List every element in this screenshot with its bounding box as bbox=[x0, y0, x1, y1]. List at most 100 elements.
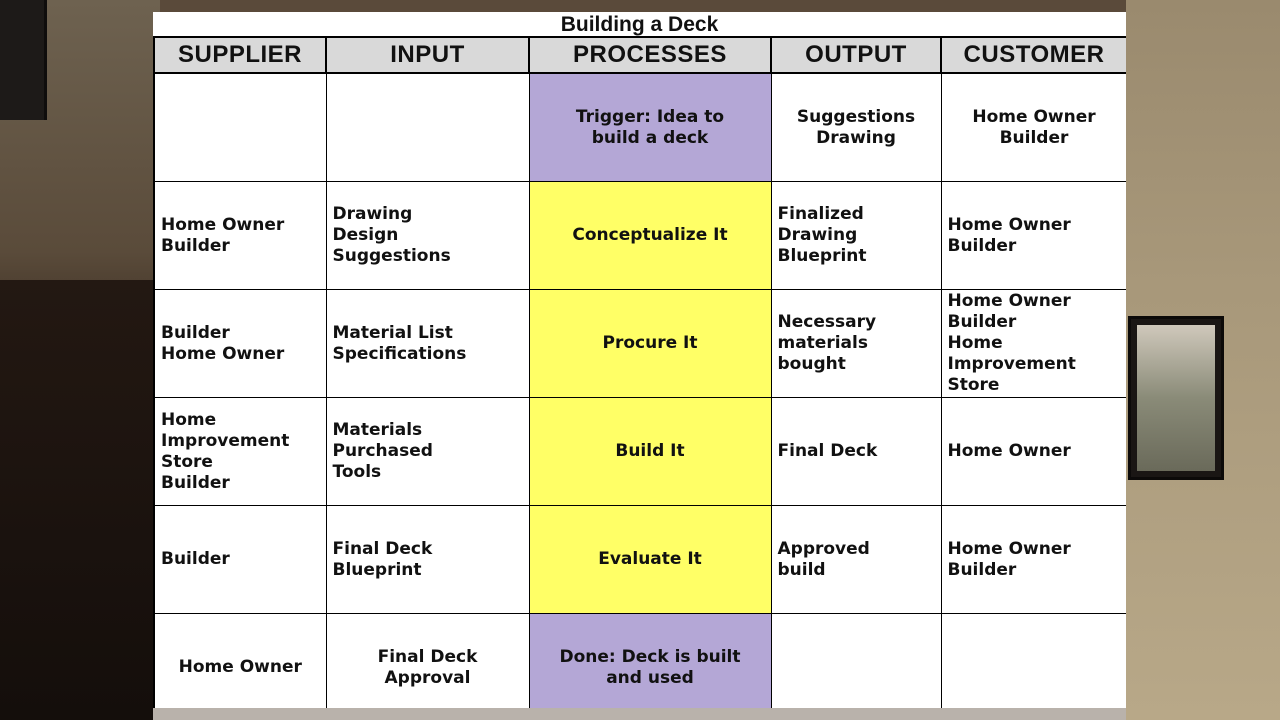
cell-text-line: Approved bbox=[777, 538, 870, 559]
cell-text-line: Drawing bbox=[816, 127, 896, 148]
cell-text-line: Suggestions bbox=[796, 106, 916, 127]
cell-text-line: Builder bbox=[947, 312, 1017, 332]
cell-text-line: Specifications bbox=[332, 343, 467, 364]
background-picture-frame bbox=[0, 0, 47, 120]
cell-text-line: and used bbox=[606, 667, 694, 688]
cell-text-line: Approval bbox=[384, 667, 471, 688]
cell-text-line: Store bbox=[161, 451, 213, 472]
cell-text-line: Material List bbox=[332, 322, 453, 343]
cell-text-line: Home Owner bbox=[178, 657, 302, 677]
cell-text-line: build a deck bbox=[591, 127, 709, 148]
cell-text-line: Conceptualize It bbox=[572, 225, 728, 245]
header-row: SUPPLIER INPUT PROCESSES OUTPUT CUSTOMER bbox=[153, 38, 1126, 74]
cell-text-line: Final Deck bbox=[777, 441, 878, 461]
cell-text-line: Suggestions bbox=[332, 246, 451, 266]
cell-text-line: Blueprint bbox=[332, 559, 422, 580]
cell-text-line: Improvement bbox=[161, 430, 290, 451]
cell-text-line: Home Owner bbox=[947, 214, 1071, 235]
cell-text-line: Drawing bbox=[777, 225, 858, 245]
cell-text-line: Improvement bbox=[947, 354, 1076, 374]
cell-customer bbox=[940, 613, 1126, 708]
cell-process: Evaluate It bbox=[528, 505, 772, 614]
cell-text-line: Home bbox=[947, 333, 1003, 353]
cell-text-line: Home Owner bbox=[947, 441, 1071, 461]
background-bottom bbox=[153, 708, 1126, 720]
cell-text-line: Builder bbox=[947, 235, 1017, 256]
cell-text-line: Home Owner bbox=[161, 343, 285, 364]
cell-text-line: Final Deck bbox=[332, 538, 433, 559]
cell-output bbox=[770, 613, 942, 708]
header-supplier: SUPPLIER bbox=[153, 38, 327, 74]
cell-text-line: Purchased bbox=[332, 441, 433, 461]
cell-input bbox=[325, 72, 530, 182]
cell-text-line: Builder bbox=[947, 559, 1017, 580]
cell-text-line: materials bbox=[777, 333, 868, 353]
cell-text-line: build bbox=[777, 559, 826, 580]
cell-output: Final Deck bbox=[770, 397, 942, 506]
cell-text-line: Home bbox=[161, 409, 217, 430]
cell-supplier bbox=[153, 72, 327, 182]
cell-text-line: Tools bbox=[332, 462, 382, 482]
cell-text-line: Procure It bbox=[602, 333, 698, 353]
cell-text-line: Trigger: Idea to bbox=[575, 106, 725, 127]
header-output: OUTPUT bbox=[770, 38, 942, 74]
cell-process: Conceptualize It bbox=[528, 181, 772, 290]
cell-customer: Home Owner bbox=[940, 397, 1126, 506]
cell-text-line: Home Owner bbox=[947, 538, 1071, 559]
background-picture-frame bbox=[1128, 316, 1224, 480]
header-customer: CUSTOMER bbox=[940, 38, 1126, 74]
cell-process: Build It bbox=[528, 397, 772, 506]
cell-text-line: Build It bbox=[615, 441, 685, 461]
cell-text-line: Blueprint bbox=[777, 246, 867, 266]
cell-text-line: Builder bbox=[999, 127, 1069, 148]
cell-text-line: Store bbox=[947, 375, 1000, 395]
cell-text-line: Necessary bbox=[777, 312, 877, 332]
cell-text-line: Final Deck bbox=[377, 646, 478, 667]
cell-text-line: Done: Deck is built bbox=[559, 646, 741, 667]
cell-text-line: Design bbox=[332, 225, 399, 245]
cell-text-line: Materials bbox=[332, 420, 423, 440]
cell-text-line: Home Owner bbox=[972, 106, 1096, 127]
sheet-title: Building a Deck bbox=[153, 12, 1126, 38]
header-processes: PROCESSES bbox=[528, 38, 772, 74]
cell-text-line: Builder bbox=[161, 322, 230, 343]
background-chair bbox=[0, 280, 154, 720]
sipoc-spreadsheet: Building a Deck SUPPLIER INPUT PROCESSES… bbox=[153, 12, 1126, 708]
cell-text-line: Home Owner bbox=[947, 291, 1071, 311]
background-top bbox=[160, 0, 1126, 12]
cell-text-line: Builder bbox=[161, 549, 230, 569]
cell-text-line: Evaluate It bbox=[598, 549, 702, 569]
cell-process: Procure It bbox=[528, 289, 772, 398]
cell-text-line: Home Owner bbox=[161, 214, 285, 235]
cell-text-line: Drawing bbox=[332, 204, 413, 224]
cell-text-line: Finalized bbox=[777, 204, 864, 224]
cell-supplier: Home Owner bbox=[153, 613, 327, 708]
cell-supplier: Builder bbox=[153, 505, 327, 614]
cell-text-line: Builder bbox=[161, 472, 230, 493]
header-input: INPUT bbox=[325, 38, 530, 74]
sipoc-table: SUPPLIER INPUT PROCESSES OUTPUT CUSTOMER… bbox=[153, 38, 1126, 708]
